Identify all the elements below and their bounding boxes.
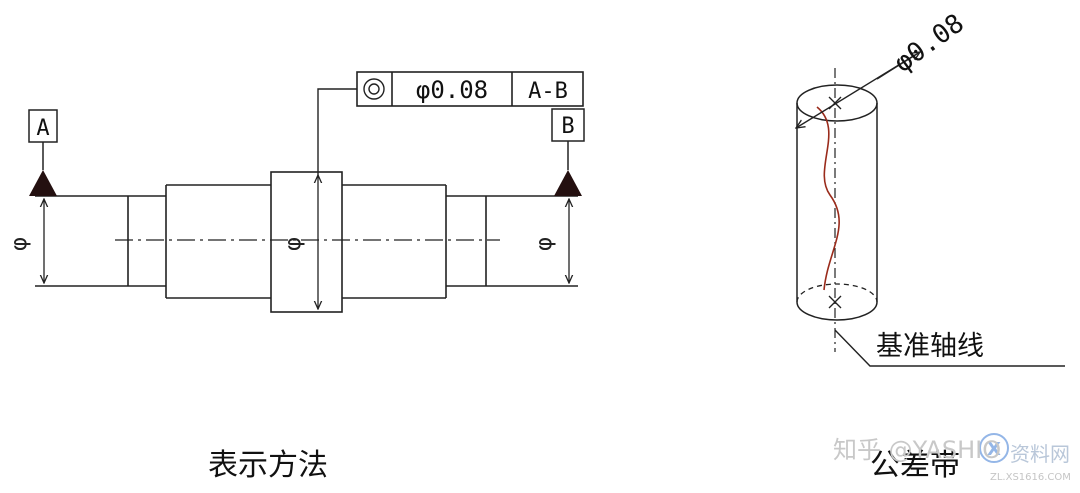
shaft-left-step [128,195,166,287]
datum-a-triangle [29,170,57,196]
datum-a-marker: A [28,109,58,196]
svg-text:X: X [987,439,1001,460]
right-figure-caption: 公差带 [870,448,960,483]
site-logo: X [979,433,1009,463]
datum-b-label: B [561,114,574,139]
datum-a-label: A [36,116,49,141]
right-diameter-symbol: φ [532,237,557,252]
datum-a-box [28,109,58,143]
left-figure-caption: 表示方法 [208,448,328,483]
center-diameter-symbol: φ [281,237,306,252]
datum-b-marker: B [551,108,585,196]
shaft-right-collar [342,184,446,299]
cylinder-bottom-back [796,283,878,303]
fcf-leader-line [317,88,357,175]
left-diameter-symbol: φ [7,237,32,252]
actual-axis-curve [816,106,840,291]
watermark-site: ZL.XS1616.COM [990,472,1071,483]
watermark-text: 知乎 @YASHIO [833,436,1002,464]
fcf-datum-reference: A-B [528,79,568,104]
shaft-center-hub [270,171,343,313]
feature-control-frame: φ0.08 A-B [317,71,584,175]
shaft-left-collar [166,184,271,299]
cylinder-bottom-front [796,301,878,321]
tolerance-value-label: φ0.08 [889,8,970,78]
axis-center-marks [828,96,842,309]
shaft-right-step [446,195,486,287]
diameter-dimensions [44,175,569,309]
shaft-drawing [35,171,578,313]
datum-axis-label: 基准轴线 [876,331,984,362]
axis-label-leader [834,329,1065,367]
tolerance-zone-cylinder [796,84,878,321]
datum-b-box [551,108,585,142]
watermark-brand: 资料网 [1010,442,1070,466]
fcf-tolerance-value: φ0.08 [416,76,488,104]
concentricity-icon [363,78,385,100]
shaft-left-journal [35,195,128,287]
datum-b-triangle [554,170,582,196]
